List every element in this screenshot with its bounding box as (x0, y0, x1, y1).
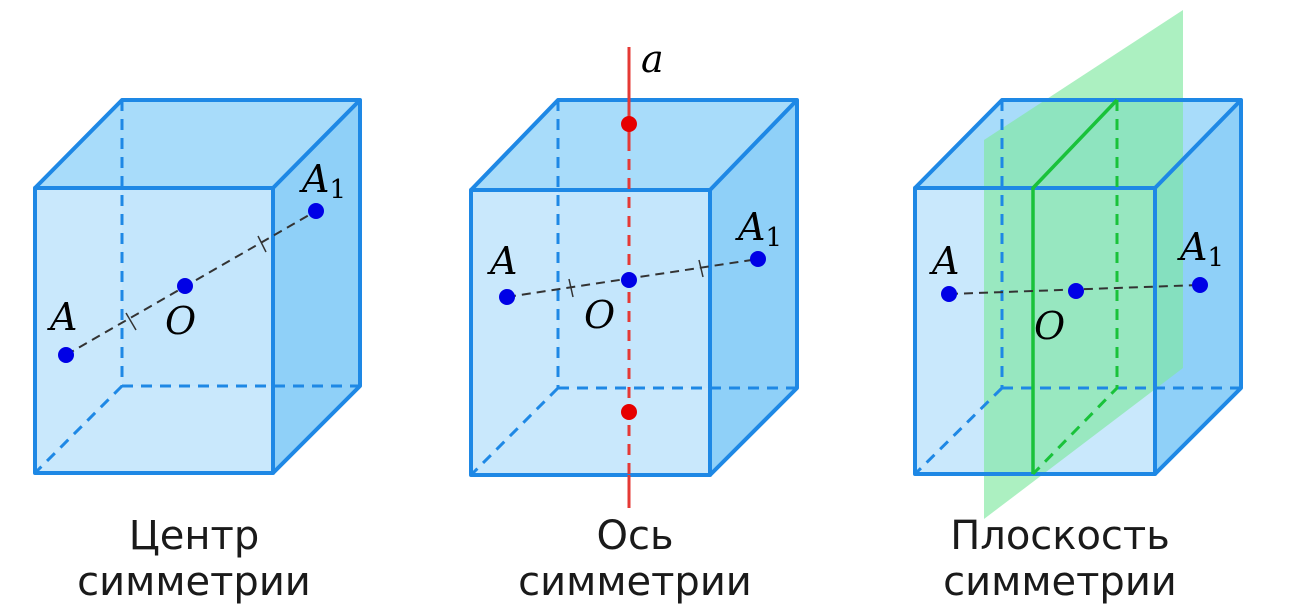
cube-2-top-face (471, 100, 797, 190)
plane-section (1031, 98, 1119, 476)
point-o-1 (177, 278, 193, 294)
cube-1-hidden-edges (33, 100, 360, 475)
cube-1-top-face (35, 100, 360, 188)
panel-axis-of-symmetry: a A O A1 (469, 37, 799, 508)
cube-1-side-face (273, 100, 360, 473)
cube-3-hidden-edges (913, 100, 1241, 476)
caption-1-line-1: Центр (128, 513, 260, 559)
label-axis-a: a (641, 37, 664, 81)
cube-1-front-face (35, 188, 273, 473)
caption-plane-of-symmetry: Плоскость симметрии (880, 513, 1240, 605)
cube-3-visible-edges (913, 98, 1243, 476)
cube-2-visible-edges (469, 98, 799, 477)
point-o-3 (1068, 283, 1084, 299)
label-o-1: O (165, 299, 196, 343)
cube-2-hidden-edges (469, 100, 797, 477)
label-a1-2-main: A (735, 205, 765, 249)
label-a1-3-main: A (1177, 225, 1207, 269)
caption-center-of-symmetry: Центр симметрии (14, 513, 374, 605)
label-a-2: A (487, 239, 517, 283)
point-a1-2 (750, 251, 766, 267)
axis-point-top (621, 116, 637, 132)
label-a1-1-sub: 1 (329, 175, 346, 205)
point-a-2 (499, 289, 515, 305)
label-o-3: O (1034, 304, 1065, 348)
cube-2-front-face (471, 190, 710, 475)
segment-aa1-1 (65, 210, 317, 356)
label-a1-1-main: A (299, 157, 329, 201)
panel-center-of-symmetry: A O A1 (33, 98, 362, 475)
point-o-2 (621, 272, 637, 288)
label-o-2: O (584, 293, 615, 337)
caption-2-line-1: Ось (596, 513, 674, 559)
label-a-1: A (47, 295, 77, 339)
label-a1-3: A1 (1177, 225, 1224, 273)
caption-1-line-2: симметрии (77, 559, 311, 605)
axis-point-bottom (621, 404, 637, 420)
cube-1-visible-edges (33, 98, 362, 475)
label-a1-2-sub: 1 (765, 223, 782, 253)
caption-3-line-1: Плоскость (950, 513, 1170, 559)
caption-axis-of-symmetry: Ось симметрии (455, 513, 815, 605)
cube-2-side-face (710, 100, 797, 475)
point-a1-1 (308, 203, 324, 219)
cube-3-edges (913, 98, 1243, 476)
point-a-1 (58, 347, 74, 363)
label-a1-1: A1 (299, 157, 346, 205)
caption-3-line-2: симметрии (943, 559, 1177, 605)
cube-2 (469, 98, 799, 477)
panel-plane-of-symmetry: A O A1 (913, 10, 1243, 519)
point-a1-3 (1192, 277, 1208, 293)
caption-2-line-2: симметрии (518, 559, 752, 605)
label-a-3: A (929, 239, 959, 283)
point-a-3 (941, 286, 957, 302)
cube-1 (33, 98, 362, 475)
label-a1-2: A1 (735, 205, 782, 253)
label-a1-3-sub: 1 (1207, 243, 1224, 273)
